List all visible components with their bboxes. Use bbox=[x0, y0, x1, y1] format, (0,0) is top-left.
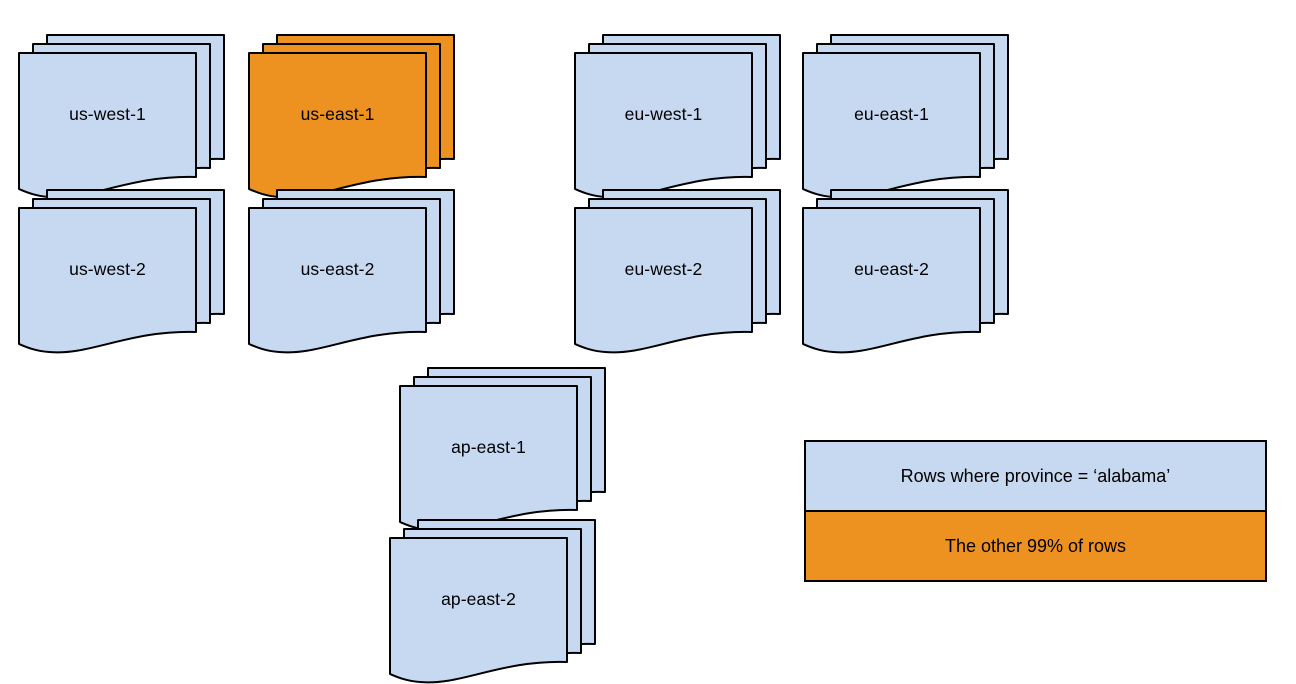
document-stack-icon bbox=[248, 34, 455, 199]
region-stack-eu-east-1[interactable]: eu-east-1 bbox=[801, 33, 1010, 199]
document-stack-icon bbox=[248, 189, 455, 354]
document-card-front bbox=[574, 207, 753, 354]
document-stack-icon bbox=[574, 189, 781, 354]
region-stack-us-east-1[interactable]: us-east-1 bbox=[247, 33, 456, 199]
legend-row-matching: Rows where province = ‘alabama’ bbox=[806, 442, 1265, 512]
region-stack-eu-west-2[interactable]: eu-west-2 bbox=[573, 188, 782, 354]
document-card-front bbox=[18, 207, 197, 354]
legend: Rows where province = ‘alabama’ The othe… bbox=[804, 440, 1267, 582]
region-stack-us-east-2[interactable]: us-east-2 bbox=[247, 188, 456, 354]
region-stack-eu-west-1[interactable]: eu-west-1 bbox=[573, 33, 782, 199]
region-stack-us-west-1[interactable]: us-west-1 bbox=[17, 33, 226, 199]
legend-label-matching: Rows where province = ‘alabama’ bbox=[900, 466, 1171, 486]
legend-label-other: The other 99% of rows bbox=[944, 536, 1127, 556]
document-card-front bbox=[248, 52, 427, 199]
document-stack-icon bbox=[389, 519, 596, 684]
document-card-front bbox=[574, 52, 753, 199]
document-stack-icon bbox=[18, 189, 225, 354]
document-card-front bbox=[399, 385, 578, 532]
legend-row-other: The other 99% of rows bbox=[806, 512, 1265, 580]
document-stack-icon bbox=[802, 189, 1009, 354]
document-stack-icon bbox=[399, 367, 606, 532]
document-card-front bbox=[389, 537, 568, 684]
region-stack-eu-east-2[interactable]: eu-east-2 bbox=[801, 188, 1010, 354]
document-card-front bbox=[802, 207, 981, 354]
document-stack-icon bbox=[574, 34, 781, 199]
document-stack-icon bbox=[18, 34, 225, 199]
region-stack-us-west-2[interactable]: us-west-2 bbox=[17, 188, 226, 354]
region-stack-ap-east-1[interactable]: ap-east-1 bbox=[398, 366, 607, 532]
document-stack-icon bbox=[802, 34, 1009, 199]
document-card-front bbox=[802, 52, 981, 199]
region-stack-ap-east-2[interactable]: ap-east-2 bbox=[388, 518, 597, 684]
document-card-front bbox=[248, 207, 427, 354]
document-card-front bbox=[18, 52, 197, 199]
